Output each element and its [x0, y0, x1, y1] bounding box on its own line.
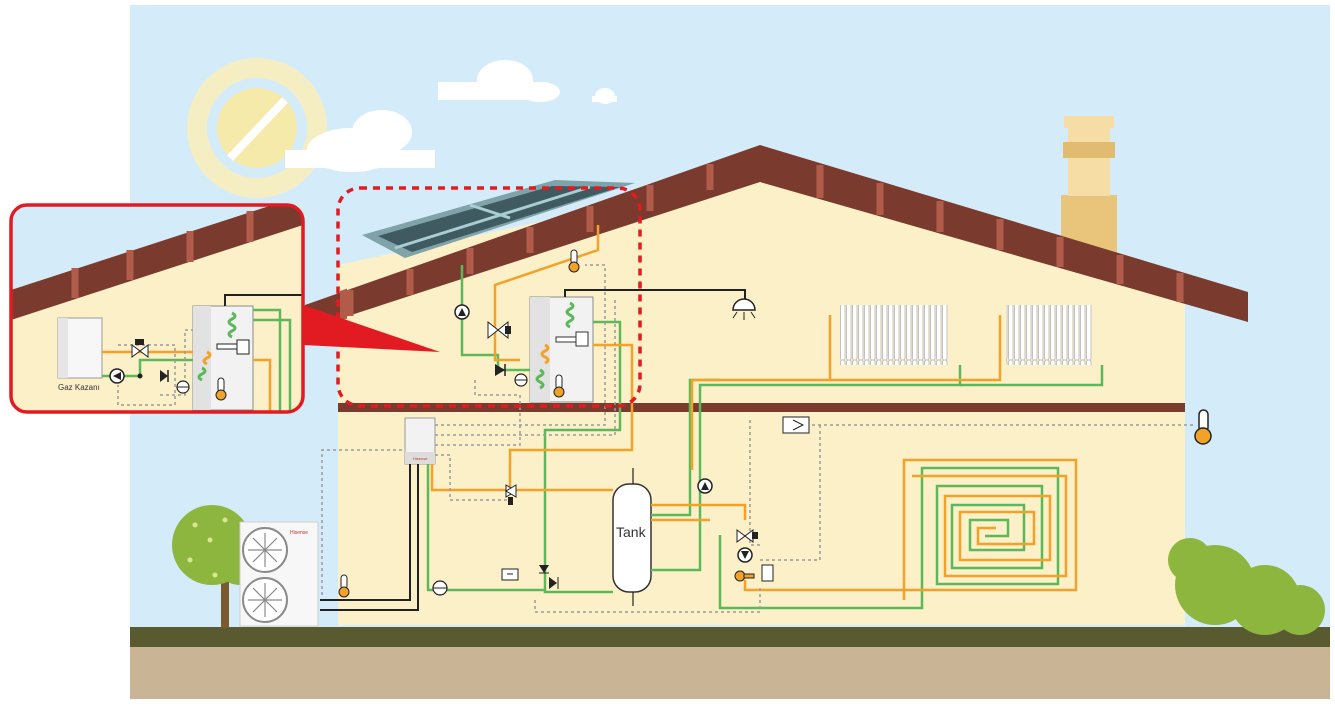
heat-meter-icon	[734, 570, 755, 582]
zoom-callout: Gaz Kazanı	[9, 203, 305, 414]
three-way-valve-icon	[487, 320, 511, 340]
ground-soil	[130, 647, 1330, 699]
highlight-frame	[336, 186, 642, 408]
cold-pipes	[426, 265, 1104, 610]
room-thermometer-icon	[1194, 409, 1212, 445]
indoor-hydro-unit: Hisense	[404, 417, 436, 465]
bush-right	[1168, 538, 1325, 635]
control-wiring	[321, 264, 1195, 613]
sun-icon	[187, 58, 327, 198]
sensor-box-icon	[501, 568, 519, 581]
black-lines	[320, 289, 746, 611]
buffer-tank: Tank	[612, 483, 652, 593]
mixing-valve-icon	[736, 529, 758, 543]
pump-icon	[697, 478, 713, 494]
thermometer-icon	[568, 249, 580, 273]
radiator-1	[840, 305, 948, 365]
sensor-box-icon	[782, 416, 810, 434]
hot-pipes	[430, 225, 1078, 600]
ground-grass	[130, 627, 1330, 647]
outdoor-brand-label: Hisense	[290, 530, 308, 536]
solar-panel	[362, 180, 635, 258]
radiator-2	[1006, 305, 1092, 365]
check-valve-icon	[539, 565, 559, 589]
pump-icon	[737, 547, 753, 563]
indoor-brand-label: Hisense	[413, 456, 428, 461]
thermometer-icon	[338, 574, 350, 598]
outdoor-heat-pump-unit: Hisense	[239, 521, 319, 627]
cloud-icon	[285, 60, 617, 172]
thermometer-icon	[553, 374, 565, 398]
chimney	[1061, 116, 1117, 255]
check-valve-icon	[495, 364, 506, 376]
floor-beam	[338, 403, 1185, 412]
pump-icon	[454, 304, 470, 320]
lamp-icon	[732, 298, 756, 320]
boiler-label: Gaz Kazanı	[58, 383, 100, 392]
valve-icon	[505, 484, 517, 505]
sensor-box-icon	[761, 564, 774, 582]
expansion-vessel-icon	[514, 373, 528, 387]
roof	[305, 145, 1248, 330]
zoom-pointer	[303, 305, 440, 352]
expansion-vessel-icon	[432, 580, 448, 596]
tank-label: Tank	[616, 524, 647, 540]
